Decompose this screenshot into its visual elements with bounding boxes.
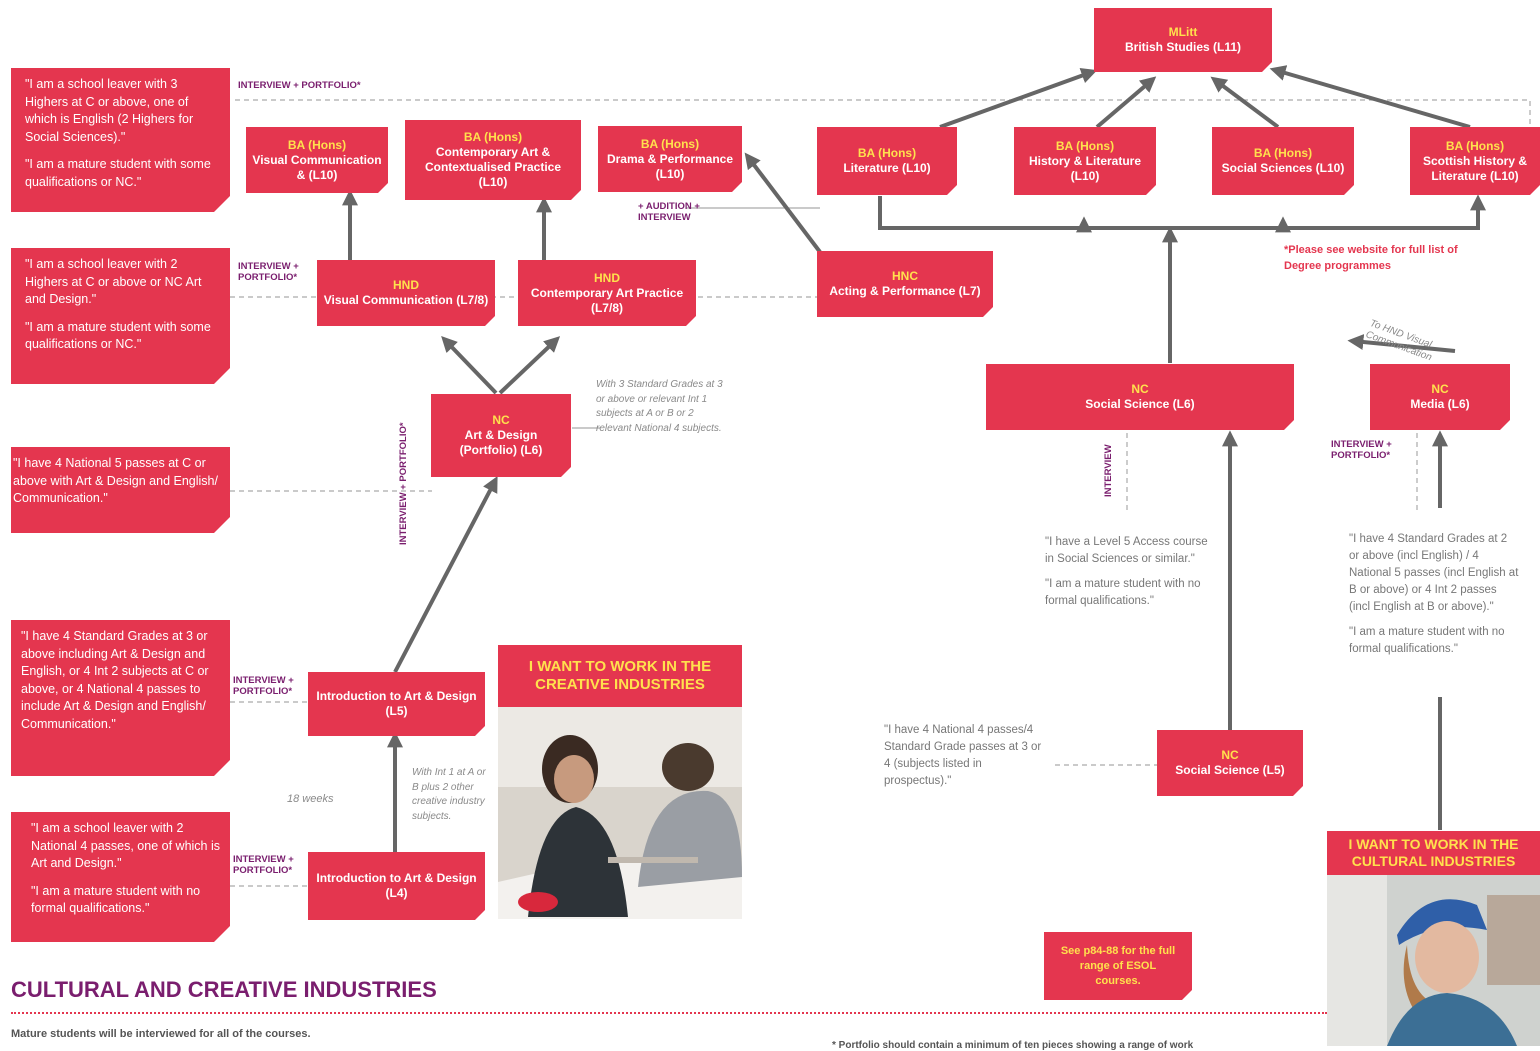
ba-scottish-history-box: BA (Hons) Scottish History & Literature … (1410, 127, 1540, 195)
grey-quote-social-science-l6: "I have a Level 5 Access course in Socia… (1045, 534, 1217, 618)
quote-national4: "I am a school leaver with 2 National 4 … (11, 812, 230, 942)
grey-quote-media: "I have 4 Standard Grades at 2 or above … (1349, 531, 1519, 666)
box-kicker: HND (594, 270, 620, 285)
interview-portfolio-label: INTERVIEW + PORTFOLIO* (1331, 439, 1392, 461)
interview-portfolio-label: INTERVIEW + PORTFOLIO* (233, 854, 294, 876)
box-title: History & Literature (L10) (1028, 153, 1142, 183)
interview-portfolio-label: INTERVIEW + PORTFOLIO* (238, 80, 361, 91)
hnd-visual-communication-box: HND Visual Communication (L7/8) (317, 260, 495, 326)
student-cap-illustration (1327, 875, 1540, 1046)
students-drawing-illustration (498, 707, 742, 919)
nc-social-science-l5-box: NC Social Science (L5) (1157, 730, 1303, 796)
box-title: Art & Design (Portfolio) (L6) (459, 428, 543, 457)
intro-art-design-l5-box: Introduction to Art & Design (L5) (308, 672, 485, 736)
nc-art-design-box: NC Art & Design (Portfolio) (L6) (431, 394, 571, 477)
intro-art-design-l4-box: Introduction to Art & Design (L4) (308, 852, 485, 920)
box-title: Literature (L10) (843, 161, 931, 175)
box-title: Drama & Performance (L10) (606, 151, 734, 181)
box-kicker: BA (Hons) (287, 137, 347, 152)
quote-text: "I have 4 National 5 passes at C or abov… (13, 456, 218, 505)
creative-industries-banner: I WANT TO WORK IN THE CREATIVE INDUSTRIE… (498, 645, 742, 707)
box-kicker: NC (1221, 748, 1239, 762)
weeks-note: 18 weeks (287, 793, 334, 805)
box-title: Social Science (L6) (1085, 397, 1195, 411)
box-kicker: NC (1431, 382, 1449, 396)
interview-portfolio-label: INTERVIEW + PORTFOLIO* (233, 675, 294, 697)
box-title: See p84-88 for the full range of ESOL co… (1060, 944, 1176, 987)
quote-text: "I am a school leaver with 3 Highers at … (25, 77, 194, 144)
box-title: Scottish History & Literature (L10) (1422, 153, 1527, 183)
ba-contemporary-art-box: BA (Hons) Contemporary Art & Contextuali… (405, 120, 581, 200)
quote-text: "I have 4 Standard Grades at 3 or above … (21, 629, 209, 731)
quote-text: "I am a mature student with no formal qu… (1045, 578, 1201, 607)
box-title: Introduction to Art & Design (L5) (316, 689, 477, 718)
mature-students-note: Mature students will be interviewed for … (11, 1028, 311, 1040)
cultural-industries-banner: I WANT TO WORK IN THE CULTURAL INDUSTRIE… (1327, 831, 1540, 875)
interview-portfolio-label: INTERVIEW + PORTFOLIO* (238, 261, 299, 283)
audition-interview-label: + AUDITION + INTERVIEW (638, 201, 700, 223)
page-heading: CULTURAL AND CREATIVE INDUSTRIES (11, 977, 437, 1002)
ba-literature-box: BA (Hons) Literature (L10) (817, 127, 957, 195)
box-kicker: HNC (892, 269, 918, 283)
box-kicker: BA (Hons) (1253, 146, 1313, 160)
quote-text: "I am a mature student with no formal qu… (1349, 626, 1505, 655)
box-title: Acting & Performance (L7) (829, 284, 981, 298)
banner-text: I WANT TO WORK IN THE CREATIVE INDUSTRIE… (528, 658, 712, 693)
box-title: Visual Communication (L7/8) (323, 293, 489, 307)
box-title: Contemporary Art & Contextualised Practi… (424, 145, 562, 189)
box-title: Contemporary Art Practice (L7/8) (530, 285, 684, 315)
box-title: Visual Communication & (L10) (252, 152, 382, 182)
ba-social-sciences-box: BA (Hons) Social Sciences (L10) (1212, 127, 1354, 195)
interview-portfolio-vertical-label: INTERVIEW + PORTFOLIO* (398, 422, 409, 545)
box-title: Social Sciences (L10) (1221, 161, 1345, 175)
ba-drama-performance-box: BA (Hons) Drama & Performance (L10) (598, 126, 742, 192)
box-kicker: BA (Hons) (857, 146, 917, 160)
box-title: British Studies (L11) (1124, 40, 1242, 54)
quote-text: "I am a school leaver with 2 Highers at … (25, 257, 202, 306)
box-kicker: NC (1131, 382, 1149, 396)
quote-text: "I am a mature student with some qualifi… (25, 319, 211, 351)
banner-text: I WANT TO WORK IN THE CULTURAL INDUSTRIE… (1348, 836, 1519, 869)
quote-text: "I am a mature student with some qualifi… (25, 157, 211, 189)
quote-highers-3: "I am a school leaver with 3 Highers at … (11, 68, 230, 212)
box-title: Social Science (L5) (1175, 763, 1285, 777)
hnc-acting-performance-box: HNC Acting & Performance (L7) (817, 251, 993, 317)
box-kicker: BA (Hons) (463, 130, 523, 144)
quote-text: "I am a mature student with no formal qu… (31, 883, 201, 915)
quote-text: "I have 4 Standard Grades at 2 or above … (1349, 533, 1519, 613)
quote-standard-grades: "I have 4 Standard Grades at 3 or above … (11, 620, 230, 776)
nc-art-entry-note: With 3 Standard Grades at 3 or above or … (596, 379, 723, 434)
box-title: Introduction to Art & Design (L4) (316, 871, 477, 900)
hnd-contemporary-art-box: HND Contemporary Art Practice (L7/8) (518, 260, 696, 326)
students-drawing-photo (498, 707, 742, 919)
esol-note-box: See p84-88 for the full range of ESOL co… (1044, 932, 1192, 1000)
student-cap-photo (1327, 875, 1540, 1046)
nc-media-box: NC Media (L6) (1370, 364, 1510, 430)
box-kicker: BA (Hons) (1445, 138, 1505, 153)
box-kicker: MLitt (1168, 25, 1198, 39)
ba-visual-communication-box: BA (Hons) Visual Communication & (L10) (246, 127, 388, 193)
quote-highers-2: "I am a school leaver with 2 Highers at … (11, 248, 230, 384)
heading-underline (11, 1012, 1327, 1014)
ba-history-literature-box: BA (Hons) History & Literature (L10) (1014, 127, 1156, 195)
box-kicker: BA (Hons) (1055, 138, 1115, 153)
box-title: Media (L6) (1410, 397, 1470, 411)
grey-quote-social-science-l5: "I have 4 National 4 passes/4 Standard G… (884, 722, 1044, 798)
quote-text: "I have 4 National 4 passes/4 Standard G… (884, 724, 1042, 787)
quote-text: "I have a Level 5 Access course in Socia… (1045, 536, 1208, 565)
box-kicker: HND (393, 278, 419, 292)
box-kicker: BA (Hons) (640, 136, 700, 151)
quote-text: "I am a school leaver with 2 National 4 … (31, 821, 220, 870)
mlitt-british-studies-box: MLitt British Studies (L11) (1094, 8, 1272, 72)
website-footnote: *Please see website for full list of Deg… (1284, 244, 1458, 272)
box-kicker: NC (492, 413, 510, 427)
quote-national5: "I have 4 National 5 passes at C or abov… (11, 447, 230, 533)
nc-social-science-l6-box: NC Social Science (L6) (986, 364, 1294, 430)
interview-vertical-label: INTERVIEW (1103, 444, 1114, 497)
intro4-entry-note: With Int 1 at A or B plus 2 other creati… (412, 767, 486, 822)
